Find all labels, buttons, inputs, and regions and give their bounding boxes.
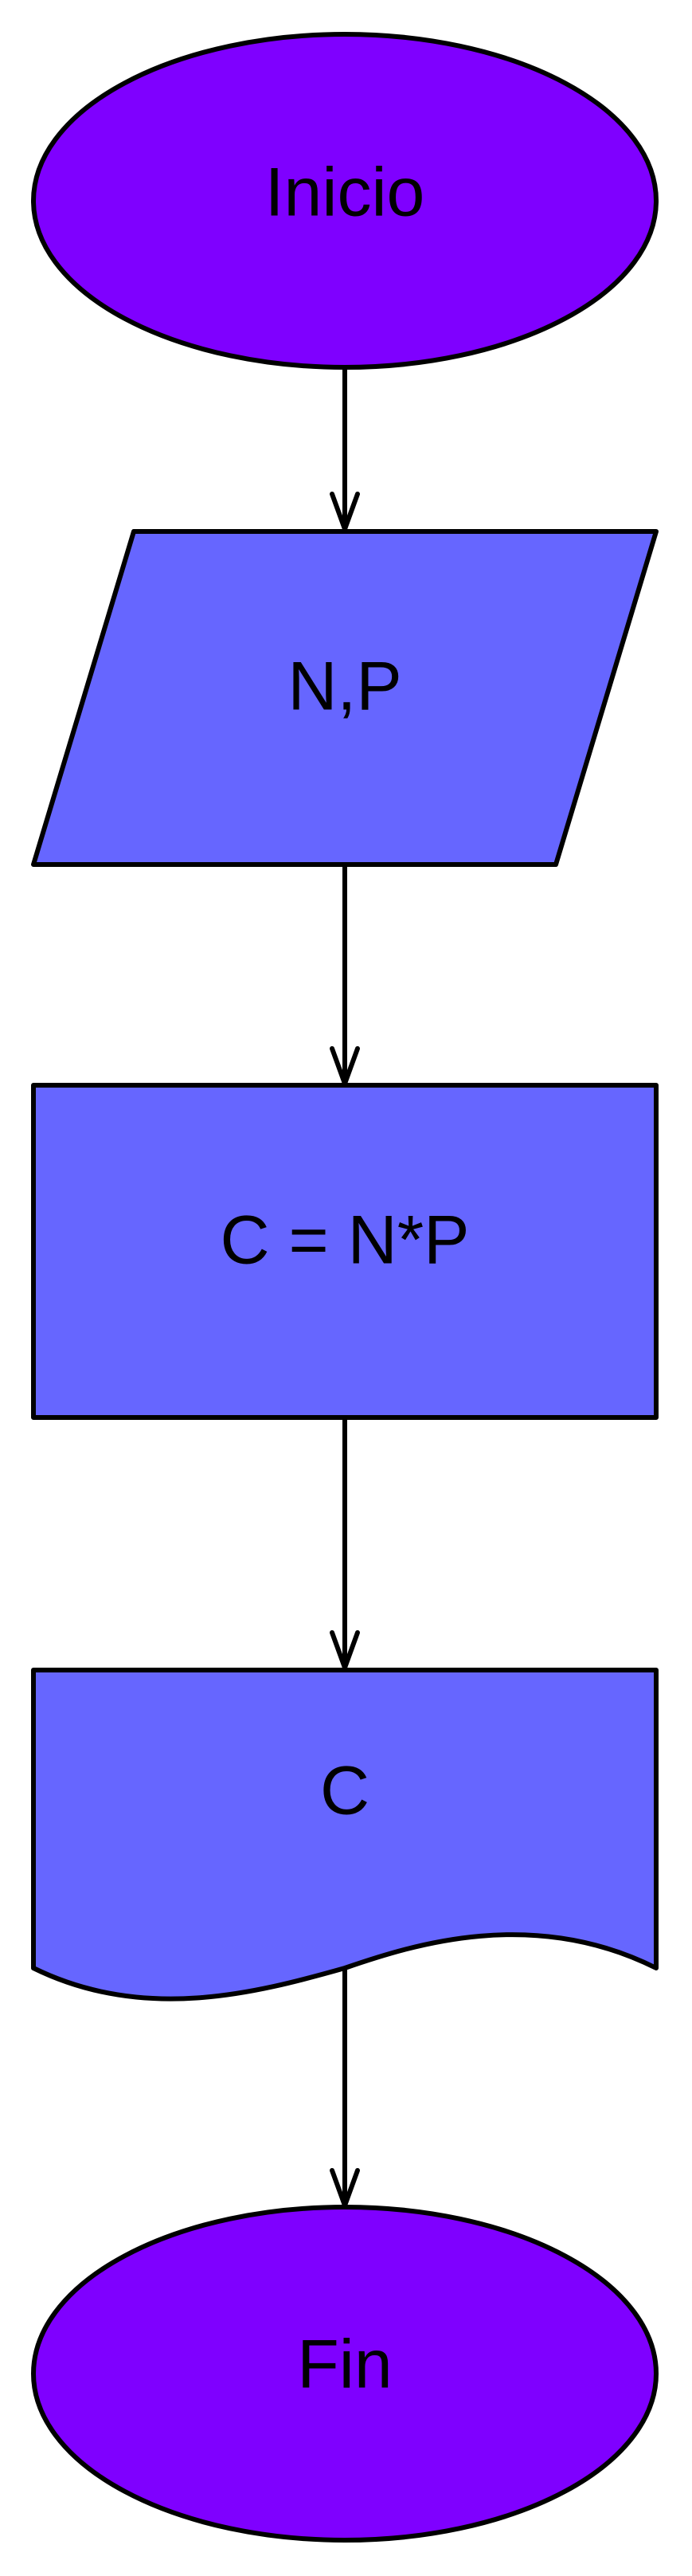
start-ellipse <box>31 32 659 370</box>
connector-process-to-output <box>330 1417 360 1670</box>
output-label: C <box>320 1753 369 1829</box>
input-parallelogram <box>31 529 659 867</box>
process-rectangle <box>31 1083 659 1420</box>
connector-output-to-end <box>330 1968 360 2208</box>
connector-start-to-input <box>330 367 360 531</box>
end-label: Fin <box>297 2327 392 2403</box>
process-label: C = N*P <box>220 1202 469 1279</box>
start-node: Inicio <box>31 32 659 370</box>
end-node: Fin <box>31 2205 659 2543</box>
output-node: C <box>31 1668 659 2002</box>
input-node: N,P <box>31 529 659 867</box>
output-document <box>31 1668 659 2002</box>
input-label: N,P <box>287 649 401 725</box>
start-label: Inicio <box>265 155 425 231</box>
end-ellipse <box>31 2205 659 2543</box>
connector-input-to-process <box>330 865 360 1086</box>
process-node: C = N*P <box>31 1083 659 1420</box>
